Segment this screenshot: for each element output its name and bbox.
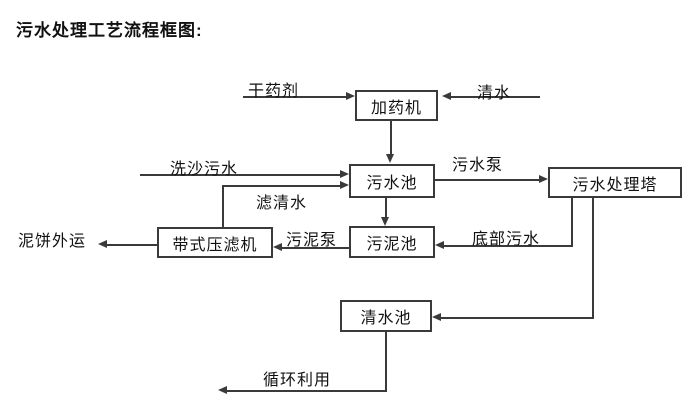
arrowhead-left-icon [435,241,444,249]
edge-sludge-pump-line [282,247,349,249]
arrowhead-right-icon [539,175,548,183]
arrowhead-left-icon [442,92,451,100]
node-treatment-tower: 污水处理塔 [548,167,682,198]
arrowhead-left-icon [273,243,282,251]
label-mud-cake-out: 泥饼外运 [18,233,87,250]
edge-dosing-to-sewage-line [390,121,392,155]
edge-recycle-hline [227,390,387,392]
edge-sand-washing-line [140,174,341,176]
arrowhead-right-icon [340,170,349,178]
edge-dry-chemical-line [243,96,347,98]
label-dry-chemical: 干药剂 [248,83,300,100]
edge-filtered-water-vline [222,185,224,227]
arrowhead-left-icon [98,240,107,248]
edge-mud-cake-line [107,244,157,246]
edge-sewage-pump-line [435,179,540,181]
arrowhead-left-icon [432,313,441,321]
edge-tower-to-clearpool-hline [441,317,594,319]
node-belt-filter-press: 带式压滤机 [157,227,273,258]
diagram-title: 污水处理工艺流程框图: [16,21,203,40]
label-sludge-pump: 污泥泵 [286,232,338,249]
edge-sewage-to-sludge-line [385,198,387,218]
arrowhead-left-icon [218,386,227,394]
arrowhead-right-icon [340,181,349,189]
edge-clear-water-line [451,96,540,98]
label-bottom-sewage: 底部污水 [472,231,541,248]
label-sand-washing-sewage: 洗沙污水 [170,161,239,178]
label-filtered-water: 滤清水 [256,195,308,212]
label-sewage-pump: 污水泵 [452,157,504,174]
node-clear-water-pool: 清水池 [340,300,432,332]
node-dosing-machine: 加药机 [355,90,438,121]
edge-filtered-water-hline [222,185,341,187]
node-sewage-pool: 污水池 [349,164,435,198]
edge-bottom-sewage-vline [571,198,573,246]
label-clear-water: 清水 [477,85,512,102]
node-sludge-pool: 污泥池 [349,226,435,258]
edge-recycle-vline [385,332,387,391]
edge-bottom-sewage-hline [444,245,573,247]
label-recycle-use: 循环利用 [263,372,332,389]
arrowhead-down-icon [381,217,389,226]
arrowhead-down-icon [386,154,394,163]
arrowhead-right-icon [346,92,355,100]
edge-tower-to-clearpool-vline [592,198,594,318]
